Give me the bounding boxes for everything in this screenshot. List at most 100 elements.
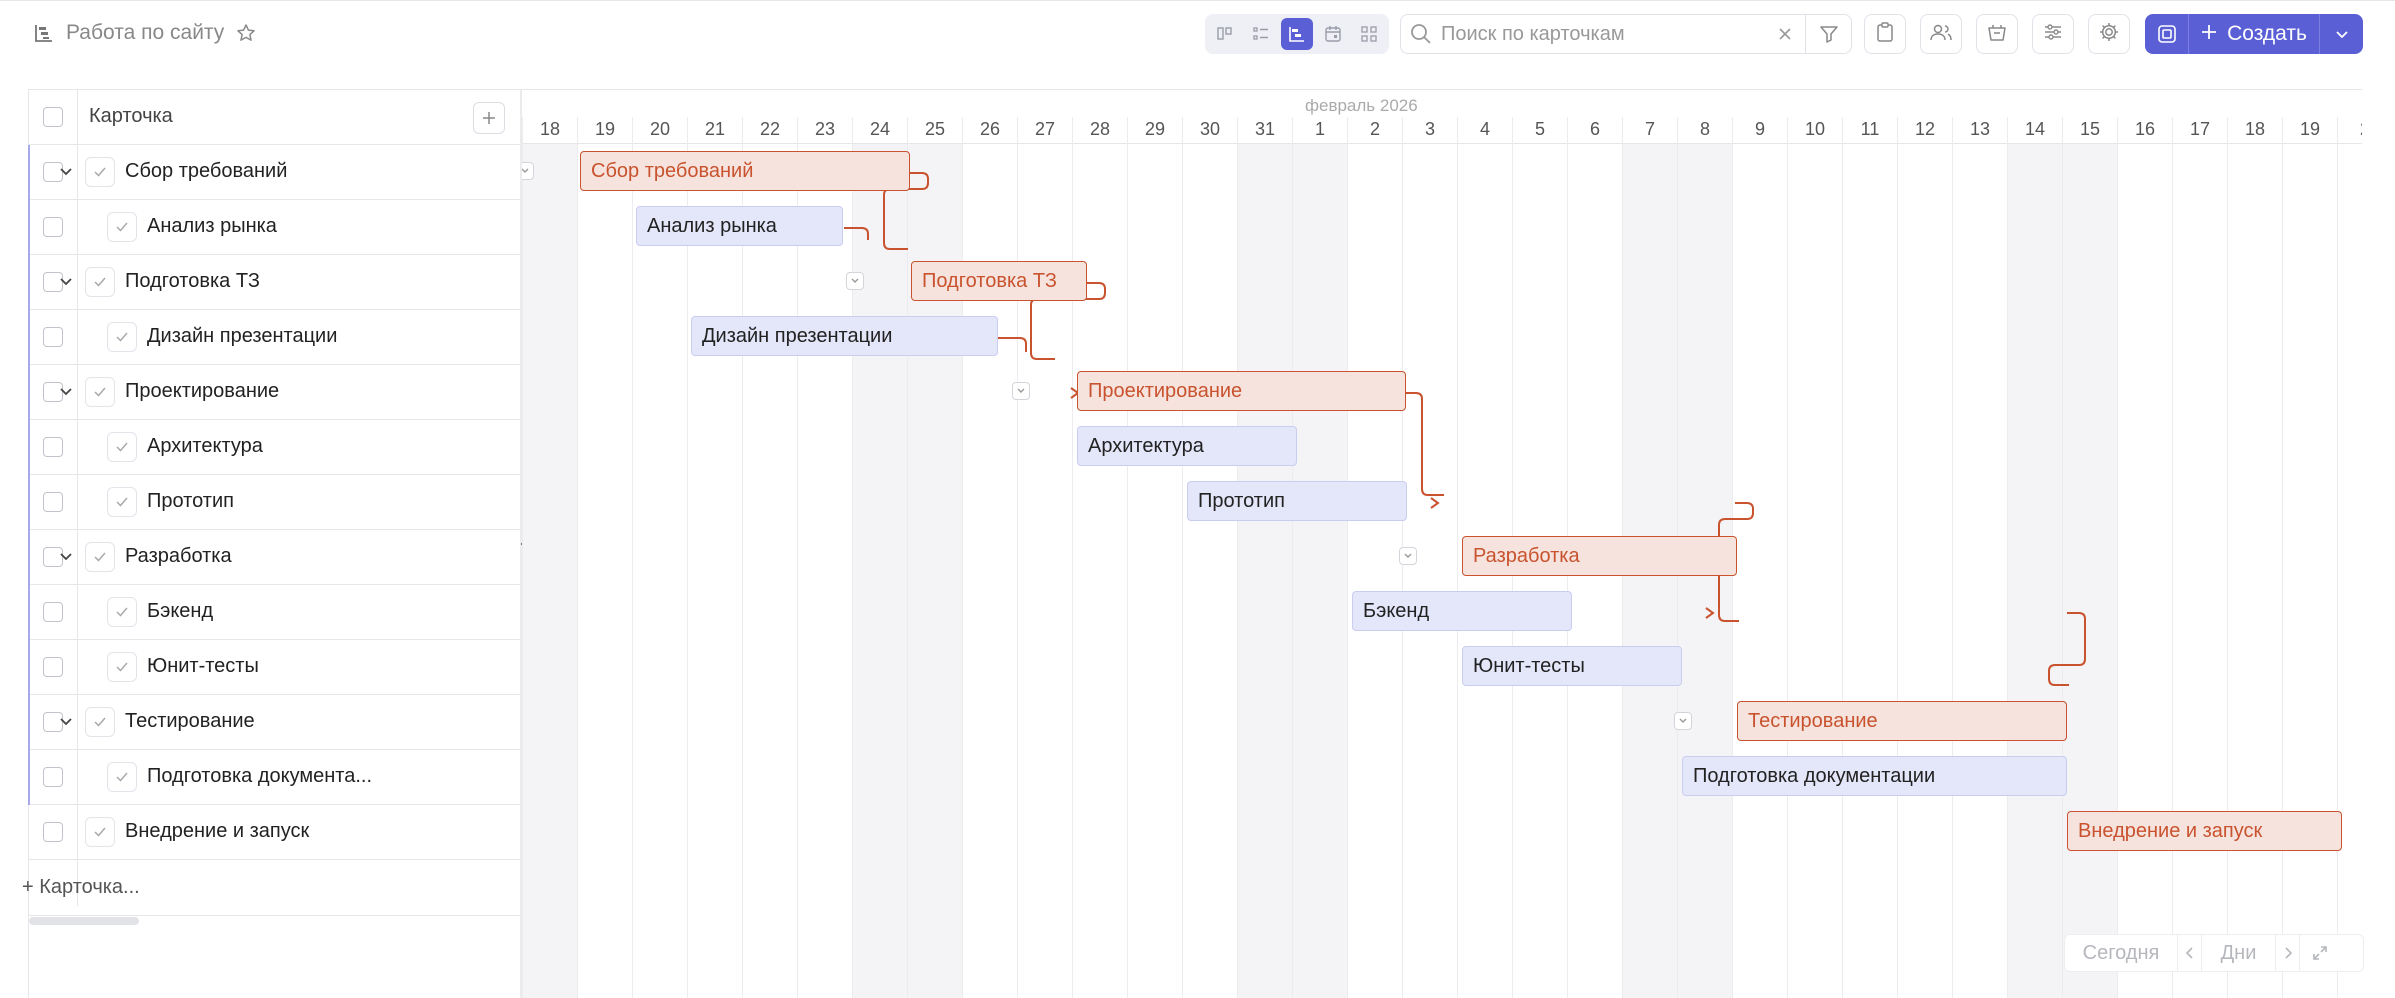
chevron-right-icon[interactable] xyxy=(2275,934,2299,972)
members-button[interactable] xyxy=(1920,14,1962,54)
row-checkbox[interactable] xyxy=(43,712,63,732)
day-label: 30 xyxy=(1182,117,1237,144)
row-checkbox[interactable] xyxy=(43,602,63,622)
complete-checkbox[interactable] xyxy=(85,377,115,407)
create-button[interactable]: Создать xyxy=(2189,14,2319,54)
expand-toggle-icon[interactable] xyxy=(846,272,864,290)
row-checkbox[interactable] xyxy=(43,822,63,842)
filter-icon[interactable] xyxy=(1805,15,1851,53)
search-input[interactable] xyxy=(1441,22,1765,46)
gantt-bar[interactable]: Внедрение и запуск xyxy=(2067,811,2342,851)
gantt-bar[interactable]: Бэкенд xyxy=(1352,591,1572,631)
day-label: 16 xyxy=(2117,117,2172,144)
basket-button[interactable] xyxy=(1976,14,2018,54)
table-row[interactable]: Внедрение и запуск xyxy=(29,805,520,860)
complete-checkbox[interactable] xyxy=(85,542,115,572)
table-row[interactable]: Сбор требований xyxy=(28,145,520,200)
row-label: Разработка xyxy=(125,545,232,567)
scale-select[interactable]: Дни xyxy=(2201,934,2275,972)
expand-toggle-icon[interactable] xyxy=(522,162,534,180)
clipboard-button[interactable] xyxy=(1864,14,1906,54)
table-row[interactable]: Бэкенд xyxy=(28,585,520,640)
gantt-bar[interactable]: Тестирование xyxy=(1737,701,2067,741)
table-row[interactable]: Проектирование xyxy=(28,365,520,420)
today-button[interactable]: Сегодня xyxy=(2082,941,2160,964)
row-checkbox[interactable] xyxy=(43,492,63,512)
row-checkbox[interactable] xyxy=(43,217,63,237)
gantt-bar[interactable]: Подготовка документации xyxy=(1682,756,2067,796)
table-row[interactable]: Тестирование xyxy=(28,695,520,750)
complete-checkbox[interactable] xyxy=(85,267,115,297)
layout-icon[interactable] xyxy=(2145,14,2189,54)
chevron-down-icon[interactable] xyxy=(2319,14,2363,54)
gantt-view-icon[interactable] xyxy=(1281,18,1313,50)
expand-toggle-icon[interactable] xyxy=(1399,547,1417,565)
row-checkbox[interactable] xyxy=(43,382,63,402)
row-checkbox[interactable] xyxy=(43,327,63,347)
horizontal-scrollbar[interactable] xyxy=(29,917,139,925)
row-checkbox[interactable] xyxy=(43,547,63,567)
complete-checkbox[interactable] xyxy=(85,707,115,737)
day-label: 29 xyxy=(1127,117,1182,144)
add-card-button[interactable]: + Карточка... xyxy=(22,876,140,898)
row-checkbox[interactable] xyxy=(43,437,63,457)
complete-checkbox[interactable] xyxy=(85,157,115,187)
chevron-down-icon[interactable] xyxy=(55,270,77,294)
add-column-button[interactable] xyxy=(473,102,505,134)
calendar-view-icon[interactable] xyxy=(1317,18,1349,50)
table-row[interactable]: Юнит-тесты xyxy=(28,640,520,695)
table-row[interactable]: Прототип xyxy=(28,475,520,530)
gantt-bar[interactable]: Проектирование xyxy=(1077,371,1406,411)
row-checkbox[interactable] xyxy=(43,272,63,292)
gantt-bar[interactable]: Прототип xyxy=(1187,481,1407,521)
gantt-bar[interactable]: Разработка xyxy=(1462,536,1737,576)
gantt-icon xyxy=(34,23,54,43)
expand-toggle-icon[interactable] xyxy=(1012,382,1030,400)
table-row[interactable]: Подготовка документа... xyxy=(28,750,520,805)
chevron-down-icon[interactable] xyxy=(55,545,77,569)
settings-button[interactable] xyxy=(2088,14,2130,54)
chevron-down-icon[interactable] xyxy=(55,710,77,734)
table-row[interactable]: Дизайн презентации xyxy=(28,310,520,365)
chevron-down-icon[interactable] xyxy=(55,380,77,404)
day-label: 12 xyxy=(1897,117,1952,144)
gantt-bar[interactable]: Анализ рынка xyxy=(636,206,843,246)
gantt-bar[interactable]: Сбор требований xyxy=(580,151,910,191)
complete-checkbox[interactable] xyxy=(107,432,137,462)
row-label: Подготовка документа... xyxy=(147,765,373,787)
grid-view-icon[interactable] xyxy=(1353,18,1385,50)
table-row[interactable]: Подготовка ТЗ xyxy=(28,255,520,310)
row-label: Сбор требований xyxy=(125,160,288,182)
complete-checkbox[interactable] xyxy=(107,322,137,352)
expand-toggle-icon[interactable] xyxy=(1674,712,1692,730)
star-icon[interactable] xyxy=(236,23,256,43)
gantt-bar[interactable]: Дизайн презентации xyxy=(691,316,998,356)
complete-checkbox[interactable] xyxy=(107,762,137,792)
row-checkbox[interactable] xyxy=(43,657,63,677)
table-row[interactable]: Архитектура xyxy=(28,420,520,475)
chevron-down-icon[interactable] xyxy=(55,160,77,184)
table-row[interactable]: Анализ рынка xyxy=(28,200,520,255)
complete-checkbox[interactable] xyxy=(85,817,115,847)
gantt-bar[interactable]: Юнит-тесты xyxy=(1462,646,1682,686)
list-view-icon[interactable] xyxy=(1245,18,1277,50)
complete-checkbox[interactable] xyxy=(107,212,137,242)
panel-splitter[interactable] xyxy=(520,89,522,998)
row-checkbox[interactable] xyxy=(43,162,63,182)
top-border xyxy=(0,0,2395,1)
day-label: 22 xyxy=(742,117,797,144)
kanban-view-icon[interactable] xyxy=(1209,18,1241,50)
clear-icon[interactable] xyxy=(1765,15,1805,53)
complete-checkbox[interactable] xyxy=(107,597,137,627)
expand-icon[interactable] xyxy=(2299,934,2339,972)
gantt-bar[interactable]: Подготовка ТЗ xyxy=(911,261,1087,301)
settings-sliders-button[interactable] xyxy=(2032,14,2074,54)
complete-checkbox[interactable] xyxy=(107,652,137,682)
chevron-left-icon[interactable] xyxy=(2177,934,2201,972)
select-all-checkbox[interactable] xyxy=(43,107,63,127)
row-checkbox[interactable] xyxy=(43,767,63,787)
table-row[interactable]: Разработка xyxy=(28,530,520,585)
complete-checkbox[interactable] xyxy=(107,487,137,517)
gantt-bar[interactable]: Архитектура xyxy=(1077,426,1297,466)
